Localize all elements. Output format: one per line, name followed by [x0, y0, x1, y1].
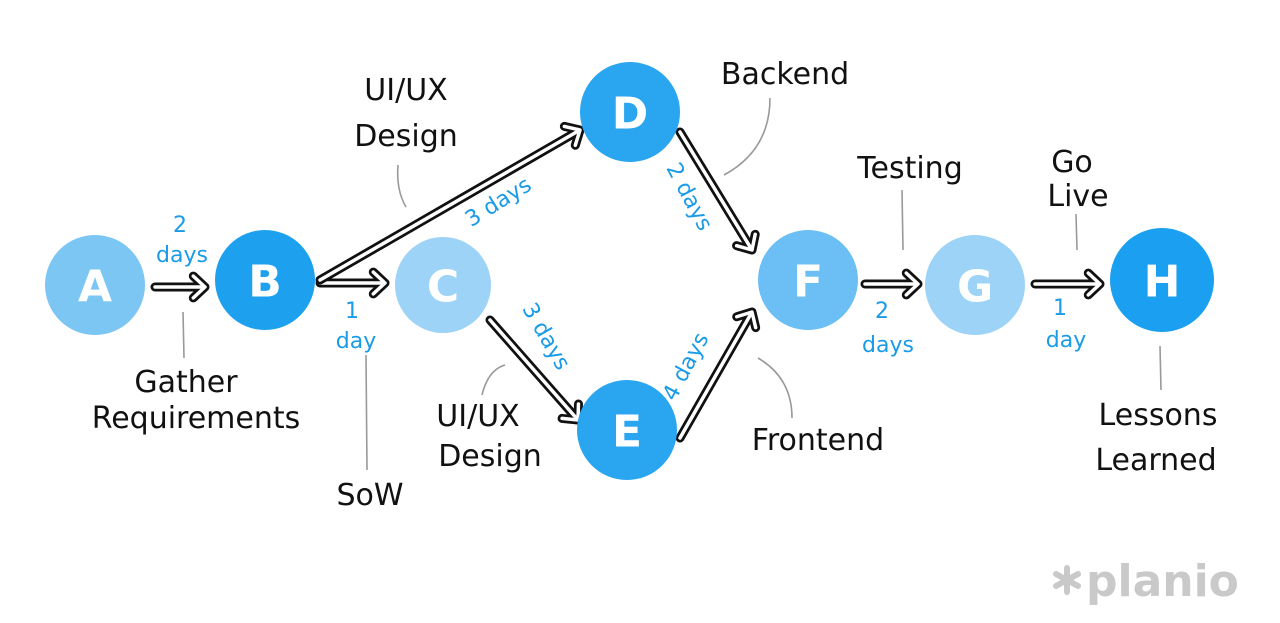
- arrow-stroke: [562, 124, 582, 148]
- arrow-stroke: [678, 313, 752, 440]
- annotation-uiux-bottom-line2: Design: [438, 439, 542, 474]
- arrow-stroke: [734, 310, 758, 330]
- arrow-stroke: [1086, 271, 1102, 297]
- node-circle: [580, 62, 680, 162]
- annotation-golive-line2: Live: [1047, 179, 1108, 214]
- node-letter: C: [427, 262, 459, 313]
- duration-gh-num: 1: [1053, 296, 1067, 321]
- arrow-g-h: [1030, 268, 1105, 300]
- leader-uiux-bottom: [481, 364, 506, 396]
- annotation-sow: SoW: [336, 478, 403, 513]
- annotation-uiux-top-line2: Design: [354, 119, 458, 154]
- node-f: F: [758, 230, 858, 330]
- arrow-b-d: [315, 121, 585, 285]
- duration-fg-num: 2: [875, 299, 889, 324]
- annotation-lessons-line1: Lessons: [1099, 398, 1218, 433]
- node-h: H: [1110, 228, 1214, 332]
- annotation-gather-line2: Requirements: [92, 401, 301, 436]
- arrow-c-e: [485, 315, 583, 425]
- node-circle: [758, 230, 858, 330]
- node-letter: H: [1144, 257, 1181, 308]
- leader-frontend: [757, 357, 793, 419]
- leader-sow: [365, 354, 368, 471]
- node-circle: [395, 237, 491, 333]
- duration-fg-unit: days: [862, 333, 914, 358]
- node-d: D: [580, 62, 680, 162]
- arrow-stroke: [488, 318, 578, 419]
- annotation-uiux-top-line1: UI/UX: [364, 73, 447, 108]
- node-circle: [925, 235, 1025, 335]
- arrow-stroke: [734, 232, 757, 252]
- node-a: A: [45, 235, 145, 335]
- duration-bc-num: 1: [345, 299, 359, 324]
- annotation-frontend: Frontend: [752, 423, 884, 458]
- duration-ab-num: 2: [173, 213, 187, 238]
- node-letter: E: [612, 407, 642, 458]
- leader-gather: [182, 311, 185, 359]
- arrow-f-g: [860, 268, 923, 300]
- node-circle: [577, 380, 677, 480]
- arrow-a-b: [150, 271, 210, 303]
- node-c: C: [395, 237, 491, 333]
- annotation-gather-line1: Gather: [134, 365, 238, 400]
- node-letter: F: [793, 257, 823, 308]
- node-circle: [1110, 228, 1214, 332]
- arrow-e-f: [675, 307, 761, 443]
- node-letter: B: [248, 257, 282, 308]
- node-b: B: [215, 230, 315, 330]
- duration-ab-unit: days: [156, 243, 208, 268]
- node-letter: D: [612, 89, 649, 140]
- logo-text: planio: [1086, 556, 1239, 607]
- node-letter: A: [78, 262, 112, 313]
- nodes: A B C D E F G H: [45, 62, 1214, 480]
- arrow-stroke: [678, 130, 752, 249]
- annotation-lessons-line2: Learned: [1095, 443, 1216, 478]
- node-g: G: [925, 235, 1025, 335]
- annotation-testing: Testing: [856, 151, 962, 186]
- leader-uiux-top: [396, 164, 407, 208]
- arrow-stroke: [318, 130, 579, 282]
- annotation-backend: Backend: [721, 57, 849, 92]
- node-circle: [215, 230, 315, 330]
- arrow-stroke: [560, 402, 581, 422]
- duration-gh-unit: day: [1046, 328, 1086, 353]
- leader-backend: [723, 97, 771, 176]
- arrows: [150, 121, 1105, 443]
- node-e: E: [577, 380, 677, 480]
- arrow-b-c: [315, 267, 390, 299]
- duration-bc-unit: day: [336, 329, 376, 354]
- annotation-golive-line1: Go: [1051, 145, 1093, 180]
- planio-logo: planio: [1053, 556, 1239, 607]
- asterisk-icon: [1053, 565, 1081, 595]
- arrow-stroke: [904, 271, 920, 297]
- arrow-stroke: [371, 270, 387, 296]
- arrow-stroke: [191, 274, 207, 300]
- annotations: Gather Requirements SoW UI/UX Design UI/…: [92, 57, 1218, 513]
- node-letter: G: [957, 262, 993, 313]
- leader-golive: [1075, 213, 1078, 251]
- annotation-uiux-bottom-line1: UI/UX: [436, 399, 519, 434]
- node-circle: [45, 235, 145, 335]
- leader-lines: [182, 97, 1162, 471]
- leader-testing: [901, 189, 904, 251]
- leader-lessons: [1159, 345, 1162, 391]
- arrow-d-f: [675, 127, 760, 255]
